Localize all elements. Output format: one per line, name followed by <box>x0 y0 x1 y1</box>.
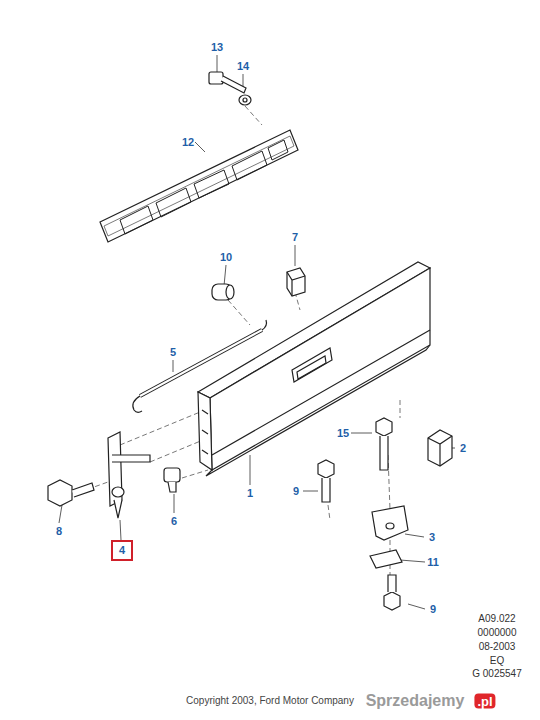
callout-number: 6 <box>171 515 177 527</box>
drawing-code: EQ <box>490 655 504 666</box>
callout-number: 15 <box>337 427 349 439</box>
drawing-code: G 0025547 <box>472 668 522 679</box>
callout-number: 7 <box>292 231 298 243</box>
callout-number: 13 <box>211 41 223 53</box>
watermark: Sprzedajemy <box>366 692 465 710</box>
callout-number: 14 <box>237 60 249 72</box>
highlight-callout-box: 4 <box>111 540 133 561</box>
drawing-code: 0000000 <box>478 627 517 638</box>
drawing-code: A09.022 <box>478 613 515 624</box>
callout-number: 2 <box>460 442 466 454</box>
copyright-note: Copyright 2003, Ford Motor Company <box>186 695 354 706</box>
callout-number: 10 <box>220 251 232 263</box>
callout-number: 3 <box>429 531 435 543</box>
callout-number: 9 <box>293 485 299 497</box>
callout-number: 8 <box>56 525 62 537</box>
callout-number: 5 <box>170 346 176 358</box>
callout-number: 11 <box>427 556 439 568</box>
callout-number: 12 <box>182 136 194 148</box>
callout-number: 1 <box>247 487 253 499</box>
watermark-badge: .pl <box>474 694 495 709</box>
drawing-date: 08-2003 <box>479 641 516 652</box>
callout-number: 9 <box>430 603 436 615</box>
callout-number: 4 <box>113 542 131 559</box>
